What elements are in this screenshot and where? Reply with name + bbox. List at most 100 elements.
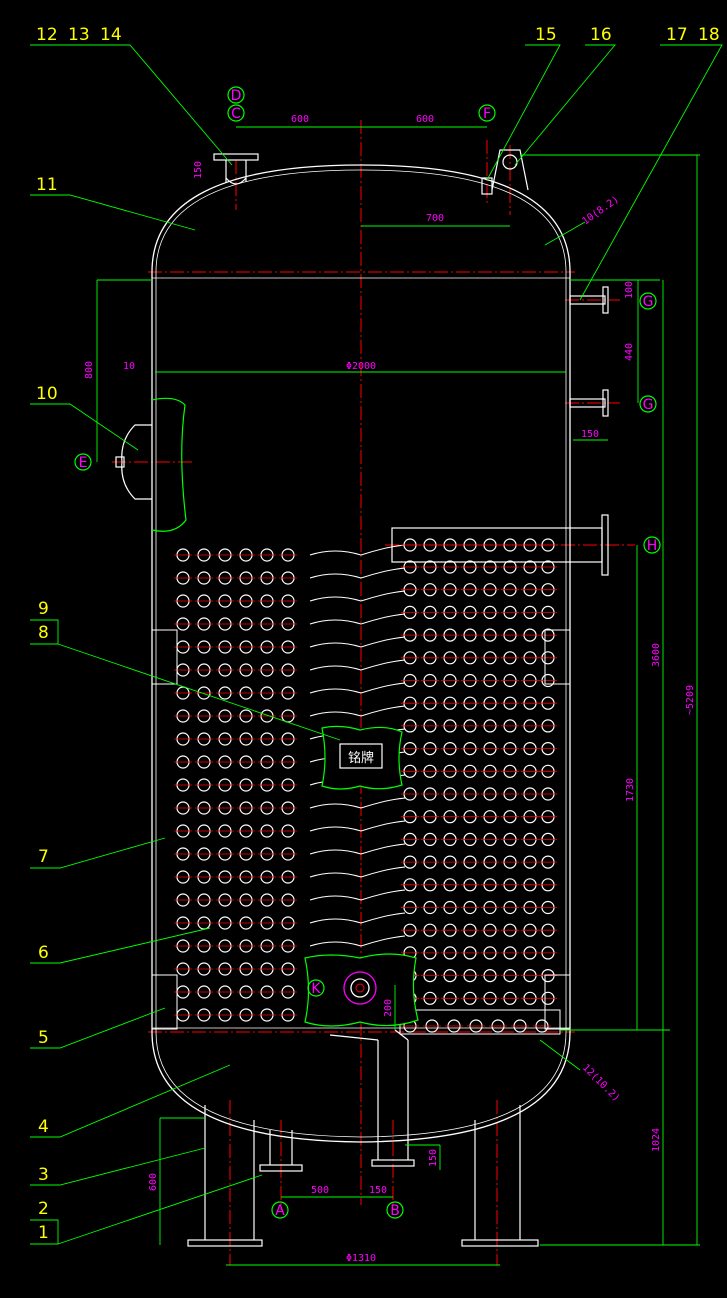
nozzle-a-neck bbox=[269, 1130, 293, 1165]
leg-right-base bbox=[461, 1239, 539, 1247]
centerlines bbox=[112, 120, 635, 1265]
part-label-9: 9 bbox=[38, 599, 49, 619]
top-nozzles bbox=[213, 149, 529, 195]
dim-leader-top-head bbox=[544, 221, 586, 246]
dim-text-5209: ~5209 bbox=[685, 685, 696, 715]
part-label-14: 14 bbox=[100, 25, 122, 45]
nozzle-letter-k: K bbox=[311, 981, 321, 997]
dim-text-1024: 1024 bbox=[651, 1128, 662, 1152]
leader-17-18 bbox=[579, 44, 723, 301]
manway-handle bbox=[115, 456, 125, 468]
nozzle-f-body bbox=[481, 177, 493, 195]
bubble-k bbox=[307, 979, 325, 997]
coil-bend bbox=[309, 567, 406, 579]
part-label-6: 6 bbox=[38, 943, 49, 963]
lifting-lug bbox=[491, 149, 529, 191]
dim-text-150-bottom: 150 bbox=[428, 1149, 439, 1167]
dim-text-150-top: 150 bbox=[193, 161, 204, 179]
coil-header-h bbox=[391, 514, 609, 576]
leader-8-9 bbox=[30, 619, 341, 741]
bubble-g1 bbox=[639, 292, 657, 310]
nozzle-letter-a: A bbox=[275, 1203, 285, 1219]
nozzle-letter-c: C bbox=[231, 106, 241, 122]
bubble-g2 bbox=[639, 395, 657, 413]
nameplate-box bbox=[339, 743, 383, 769]
pad-left-upper bbox=[151, 629, 178, 685]
leader-1-2 bbox=[30, 1174, 263, 1245]
side-nozzles-g bbox=[569, 286, 609, 417]
dim-text-600-right: 600 bbox=[416, 114, 434, 125]
leader-16 bbox=[514, 44, 616, 166]
coil-bend bbox=[309, 797, 406, 809]
part-label-17: 17 bbox=[666, 25, 688, 45]
drain-k bbox=[304, 953, 419, 1027]
leg-left bbox=[204, 1105, 255, 1240]
drain-center bbox=[355, 983, 365, 993]
leg-right bbox=[474, 1105, 521, 1240]
part-label-1: 1 bbox=[38, 1223, 49, 1243]
bubble-d bbox=[227, 86, 245, 104]
leader-7 bbox=[30, 837, 166, 869]
part-label-11: 11 bbox=[36, 175, 58, 195]
coil-bend bbox=[309, 613, 406, 625]
nozzle-b-elbow bbox=[329, 1029, 409, 1041]
dim-text-1730: 1730 bbox=[625, 778, 636, 802]
dim-text-head-bottom: 12(10.2) bbox=[580, 1062, 622, 1104]
bubble-h bbox=[643, 536, 661, 554]
leader-3 bbox=[30, 1147, 206, 1186]
manway-reinforcement bbox=[151, 397, 187, 532]
coil-bend bbox=[309, 544, 406, 556]
drain-pad bbox=[304, 953, 419, 1027]
leader-11 bbox=[30, 194, 196, 231]
part-label-13: 13 bbox=[68, 25, 90, 45]
nozzle-g2-pipe bbox=[569, 398, 606, 408]
leg-left-base bbox=[187, 1239, 263, 1247]
dim-text-phi1310: Φ1310 bbox=[346, 1253, 376, 1264]
drain-inner-ring bbox=[350, 978, 370, 998]
nozzle-bubble-letters: D C F E G G H K A B bbox=[79, 88, 658, 1219]
leader-15 bbox=[486, 44, 561, 181]
part-label-8: 8 bbox=[38, 623, 49, 643]
dim-text-150-b: 150 bbox=[369, 1185, 387, 1196]
coil-bank-left bbox=[174, 548, 297, 1022]
part-label-10: 10 bbox=[36, 384, 58, 404]
coil-bend bbox=[309, 935, 406, 947]
nozzle-g1-pipe bbox=[569, 295, 606, 305]
shell-outline bbox=[151, 164, 571, 1143]
bubble-b bbox=[386, 1201, 404, 1219]
leader-lines bbox=[30, 44, 723, 1245]
dim-text-3600: 3600 bbox=[651, 643, 662, 667]
leader-4 bbox=[30, 1064, 231, 1138]
drain-outer-ring bbox=[343, 971, 377, 1005]
dim-text-10: 10 bbox=[123, 361, 135, 372]
leader-10 bbox=[30, 403, 139, 451]
dim-text-200: 200 bbox=[383, 999, 394, 1017]
nameplate-group: 铭牌 bbox=[321, 725, 403, 790]
bottom-structure bbox=[187, 1029, 539, 1247]
leader-5 bbox=[30, 1007, 166, 1049]
pad-left-lower bbox=[151, 974, 178, 1030]
dim-leader-bottom-head bbox=[539, 1039, 581, 1071]
coil-bend bbox=[309, 866, 406, 878]
coil-bend bbox=[309, 889, 406, 901]
dim-text-600-leg: 600 bbox=[148, 1173, 159, 1191]
coil-bend bbox=[309, 705, 406, 717]
nozzle-b-pipe bbox=[377, 1040, 409, 1160]
coil-header-holes bbox=[401, 538, 557, 1033]
manway bbox=[115, 397, 187, 532]
coil-bend bbox=[309, 843, 406, 855]
coil-bend bbox=[309, 912, 406, 924]
nozzle-letter-b: B bbox=[390, 1203, 400, 1219]
nameplate-text: 铭牌 bbox=[348, 750, 374, 766]
part-label-4: 4 bbox=[38, 1117, 49, 1137]
nozzle-letter-d: D bbox=[231, 88, 242, 104]
dim-text-700: 700 bbox=[426, 213, 444, 224]
part-label-7: 7 bbox=[38, 847, 49, 867]
dimension-lines bbox=[96, 126, 700, 1266]
leader-6 bbox=[30, 927, 211, 964]
nozzle-g2-flange bbox=[602, 389, 609, 417]
dim-text-600-left: 600 bbox=[291, 114, 309, 125]
part-label-18: 18 bbox=[698, 25, 720, 45]
